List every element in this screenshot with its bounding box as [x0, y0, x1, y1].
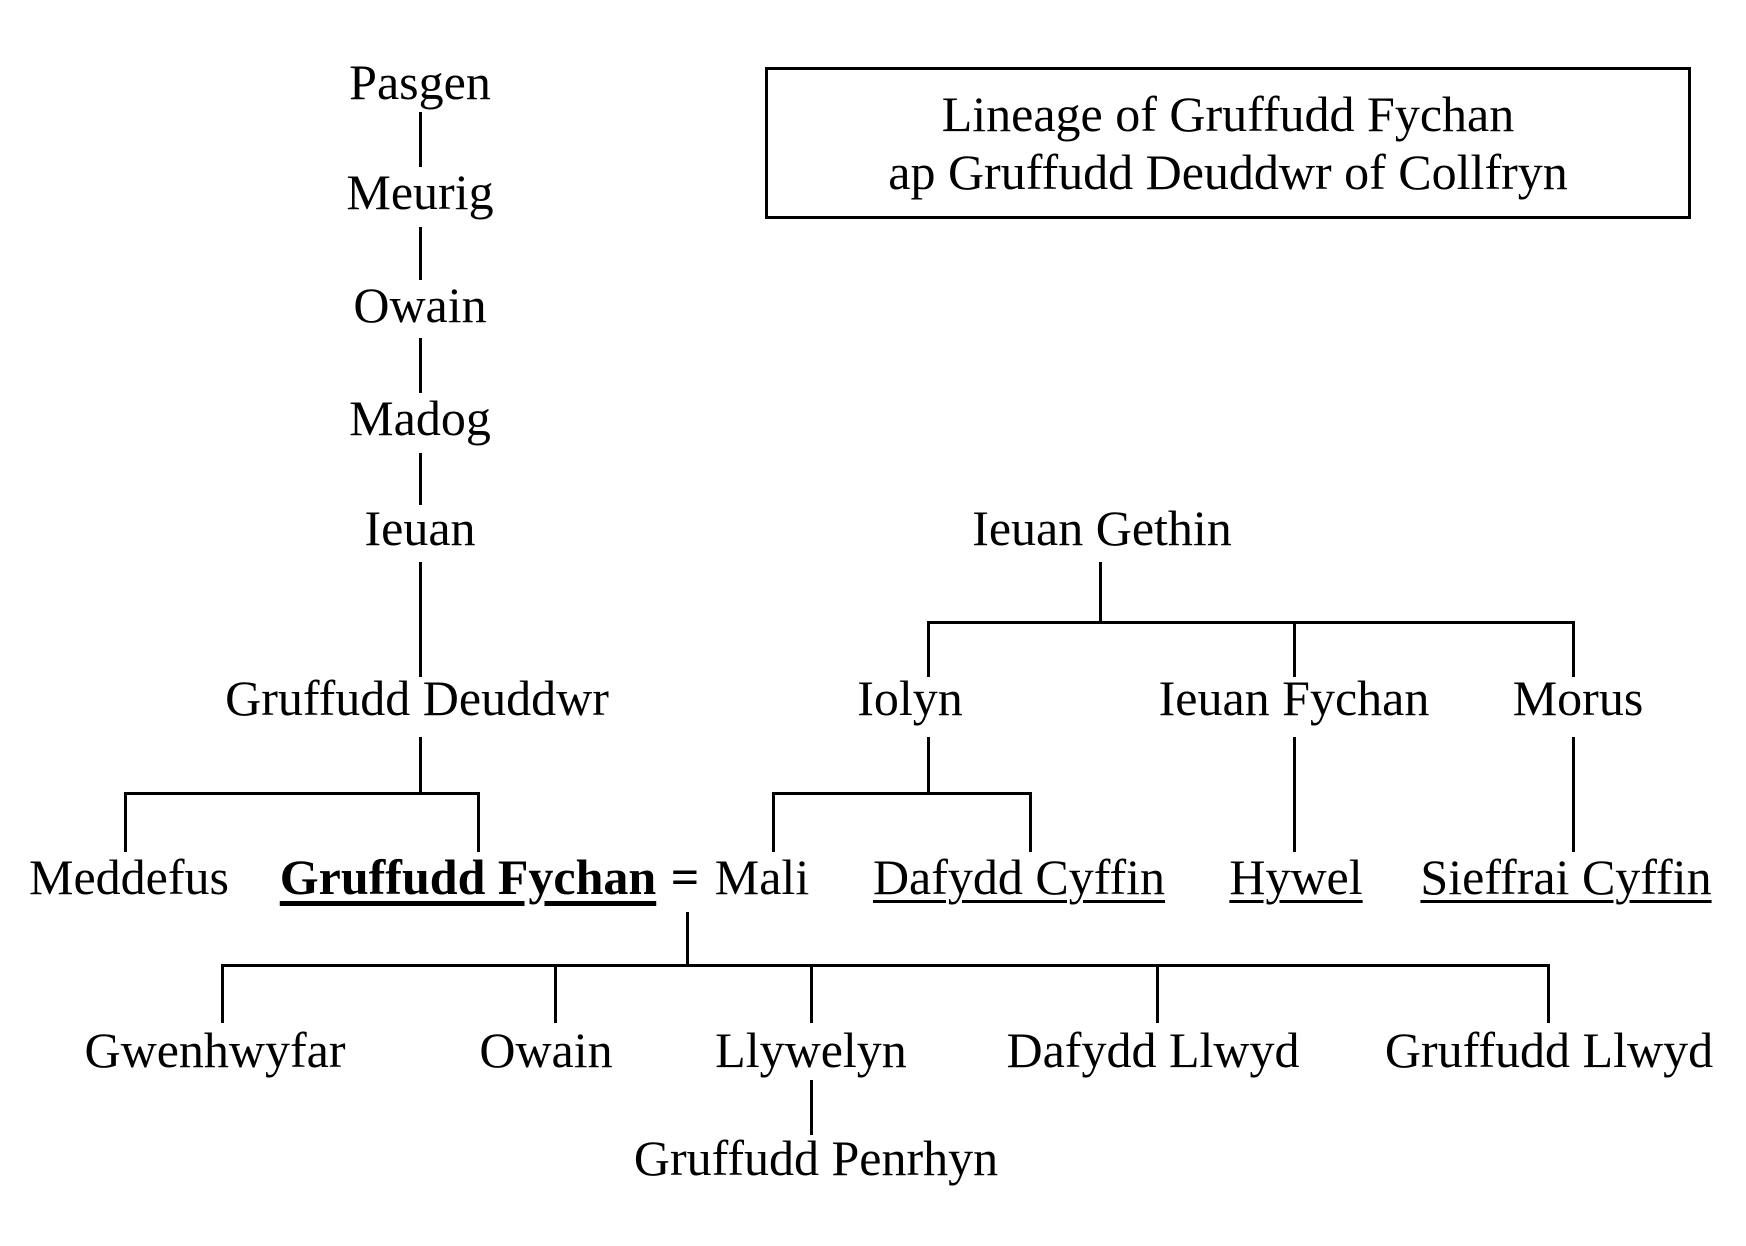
person-owain-child: Owain — [479, 1022, 613, 1078]
person-gruffudd-deuddwr: Gruffudd Deuddwr — [225, 670, 609, 726]
connector-drop-mali — [772, 792, 775, 852]
person-gruffudd-fychan: Gruffudd Fychan — [279, 849, 657, 905]
connector-iolyn-stem — [927, 737, 930, 792]
connector-drop-meddefus — [124, 792, 127, 852]
person-dafydd-llwyd: Dafydd Llwyd — [1006, 1022, 1300, 1078]
person-gwenhwyfar: Gwenhwyfar — [84, 1022, 346, 1078]
connector-morus-sieffrai — [1572, 737, 1575, 852]
connector-ieuan-gethin-bar — [927, 621, 1575, 624]
person-mali: Mali — [714, 849, 810, 905]
connector-ieuan-gethin-stem — [1099, 562, 1102, 621]
connector-drop-llywelyn — [810, 964, 813, 1023]
connector-drop-gruffudd-llwyd — [1547, 964, 1550, 1023]
connector-drop-gwenhwyfar — [221, 964, 224, 1023]
person-ieuan-gethin: Ieuan Gethin — [972, 500, 1232, 556]
diagram-title-line2: ap Gruffudd Deuddwr of Collfryn — [888, 144, 1568, 200]
connector-iolyn-bar — [772, 792, 1032, 795]
connector-drop-dafydd-llwyd — [1156, 964, 1159, 1023]
diagram-title-line1: Lineage of Gruffudd Fychan — [941, 86, 1515, 142]
connector-children-bar — [221, 964, 1550, 967]
person-morus: Morus — [1512, 670, 1644, 726]
title-box: Lineage of Gruffudd Fychan ap Gruffudd D… — [765, 67, 1691, 219]
connector-drop-morus — [1572, 621, 1575, 677]
person-ieuan-fychan: Ieuan Fychan — [1158, 670, 1430, 726]
connector-ieuan-fychan-hywel — [1293, 737, 1296, 852]
person-gruffudd-penrhyn: Gruffudd Penrhyn — [633, 1130, 999, 1186]
connector-gd-bar — [124, 792, 480, 795]
connector-marriage-stem — [686, 912, 689, 964]
connector-llywelyn-penrhyn — [810, 1080, 813, 1135]
person-hywel: Hywel — [1229, 849, 1363, 905]
person-meurig: Meurig — [346, 164, 494, 220]
person-llywelyn: Llywelyn — [715, 1022, 907, 1078]
person-gruffudd-llwyd: Gruffudd Llwyd — [1384, 1022, 1714, 1078]
person-meddefus: Meddefus — [29, 849, 229, 905]
connector-drop-gruffudd-fychan — [477, 792, 480, 852]
connector-owain-madog — [419, 338, 422, 393]
marriage-equals-sign: = — [670, 849, 700, 905]
connector-drop-owain-child — [554, 964, 557, 1023]
connector-gd-stem — [419, 737, 422, 792]
connector-drop-iolyn — [927, 621, 930, 677]
connector-meurig-owain — [419, 227, 422, 280]
person-pasgen: Pasgen — [349, 54, 491, 110]
connector-madog-ieuan — [419, 453, 422, 505]
person-madog: Madog — [349, 390, 491, 446]
connector-drop-dafydd-cyffin — [1029, 792, 1032, 852]
person-dafydd-cyffin: Dafydd Cyffin — [872, 849, 1166, 905]
person-owain: Owain — [353, 277, 487, 333]
connector-drop-ieuan-fychan — [1293, 621, 1296, 677]
connector-ieuan-gd — [419, 562, 422, 677]
person-ieuan: Ieuan — [364, 500, 476, 556]
person-sieffrai-cyffin: Sieffrai Cyffin — [1420, 849, 1712, 905]
connector-pasgen-meurig — [419, 112, 422, 167]
person-iolyn: Iolyn — [857, 670, 963, 726]
